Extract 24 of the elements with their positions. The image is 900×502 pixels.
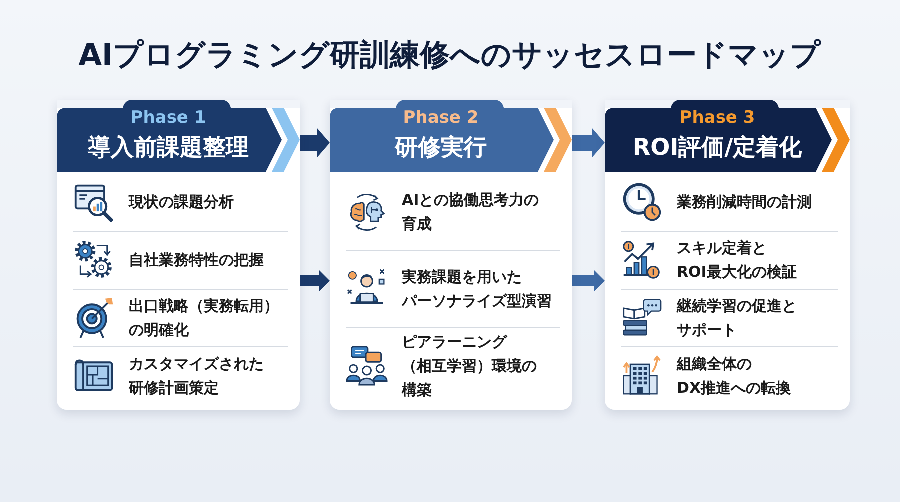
step-text: 継続学習の促進とサポート (677, 296, 797, 341)
title: AIプログラミング研訓練修へのサッセスロードマップ (78, 37, 822, 75)
arrow (300, 128, 330, 158)
phase-label: Phase 1 (130, 107, 206, 129)
step-text: 自社業務特性の把握 (129, 250, 264, 272)
step-text: 実務課題を用いたパーソナライズ型演習 (402, 267, 552, 312)
arrow (572, 270, 605, 292)
step-text: 出口戦略（実務転用）の明確化 (129, 296, 279, 341)
phase-card (605, 100, 850, 410)
arrow (572, 128, 605, 158)
step-text: 組織全体のDX推進への転換 (677, 354, 792, 399)
step-text: ピアラーニング（相互学習）環境の構築 (402, 332, 537, 401)
step-text: スキル定着とROI最大化の検証 (677, 238, 797, 284)
phase-card (330, 100, 572, 410)
phase-card (57, 100, 300, 410)
phase-title: ROI評価/定着化 (632, 134, 802, 163)
step-text: 現状の課題分析 (129, 192, 234, 214)
step-text: AIとの協働思考力の育成 (402, 190, 540, 235)
step-text: 業務削減時間の計測 (677, 192, 812, 214)
phase-label: Phase 3 (680, 107, 756, 129)
phase-label: Phase 2 (403, 107, 479, 129)
phase-title: 研修実行 (395, 134, 487, 163)
phase-title: 導入前課題整理 (88, 134, 249, 163)
step-text: カスタマイズされた研修計画策定 (129, 354, 264, 399)
